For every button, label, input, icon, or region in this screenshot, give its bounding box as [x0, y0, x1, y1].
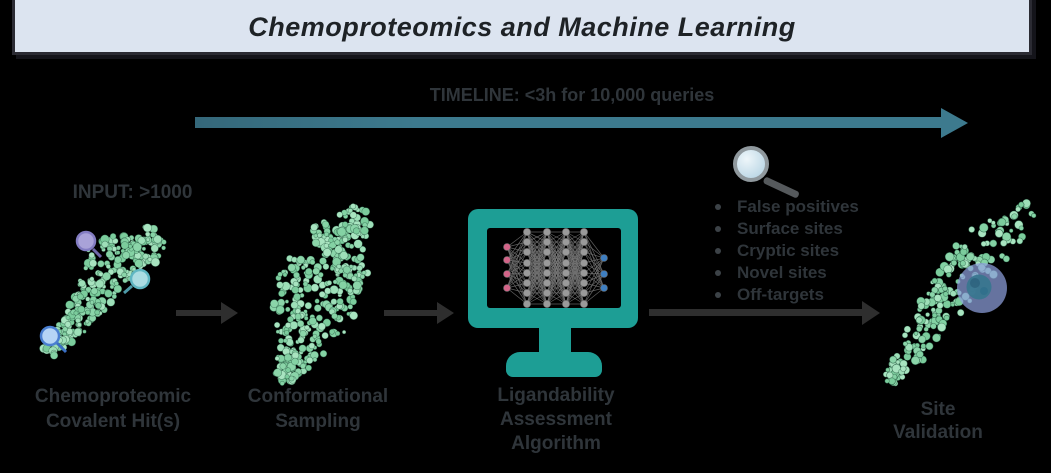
magnifier-icon — [733, 146, 769, 182]
step-arrow-2-head-icon — [437, 302, 454, 324]
finding-item: Novel sites — [703, 262, 913, 284]
step-arrow-3 — [649, 309, 862, 316]
step-arrow-1 — [176, 310, 221, 316]
protein-structure-conformations — [269, 203, 375, 386]
timeline-arrow-bar — [195, 117, 941, 128]
protein-structure-covalent-hits — [39, 223, 167, 360]
ligand-blob-icon — [966, 274, 992, 300]
step-label-ligandability-algorithm: Ligandability Assessment Algorithm — [497, 385, 615, 454]
covalent-hit-marker-cyan-icon — [129, 268, 151, 290]
marker-stem — [55, 341, 68, 354]
finding-item: Off-targets — [703, 284, 913, 306]
finding-item: Cryptic sites — [703, 240, 913, 262]
ligand-facet — [970, 278, 980, 288]
ligand-facet — [980, 287, 988, 295]
step-arrow-1-head-icon — [221, 302, 238, 324]
step-arrow-3-head-icon — [862, 301, 880, 325]
step-arrow-2 — [384, 310, 437, 316]
timeline-arrow-head-icon — [941, 108, 968, 138]
protein-blob-layer — [269, 203, 375, 386]
figure-title: Chemoproteomics and Machine Learning — [248, 11, 796, 42]
covalent-hit-marker-blue-icon — [39, 325, 61, 347]
neural-network-icon — [503, 228, 608, 308]
protein-structure-site-validation — [882, 198, 1037, 387]
step-label-conformational-sampling: Conformational Sampling — [247, 386, 389, 432]
finding-item: False positives — [703, 196, 913, 218]
timeline-label: TIMELINE: <3h for 10,000 queries — [429, 85, 715, 105]
monitor-neck — [539, 328, 571, 353]
title-banner: Chemoproteomics and Machine Learning — [12, 0, 1032, 55]
step-label-site-validation: Site Validation — [893, 399, 983, 443]
covalent-hit-marker-purple-icon — [75, 230, 97, 252]
marker-stem — [91, 247, 103, 259]
step-label-covalent-hits: Chemoproteomic Covalent Hit(s) — [34, 386, 192, 432]
marker-stem — [123, 284, 133, 295]
input-count-label: INPUT: >1000 — [72, 182, 193, 203]
finding-item: Surface sites — [703, 218, 913, 240]
monitor-base — [506, 352, 602, 377]
findings-list: False positives Surface sites Cryptic si… — [703, 196, 913, 306]
